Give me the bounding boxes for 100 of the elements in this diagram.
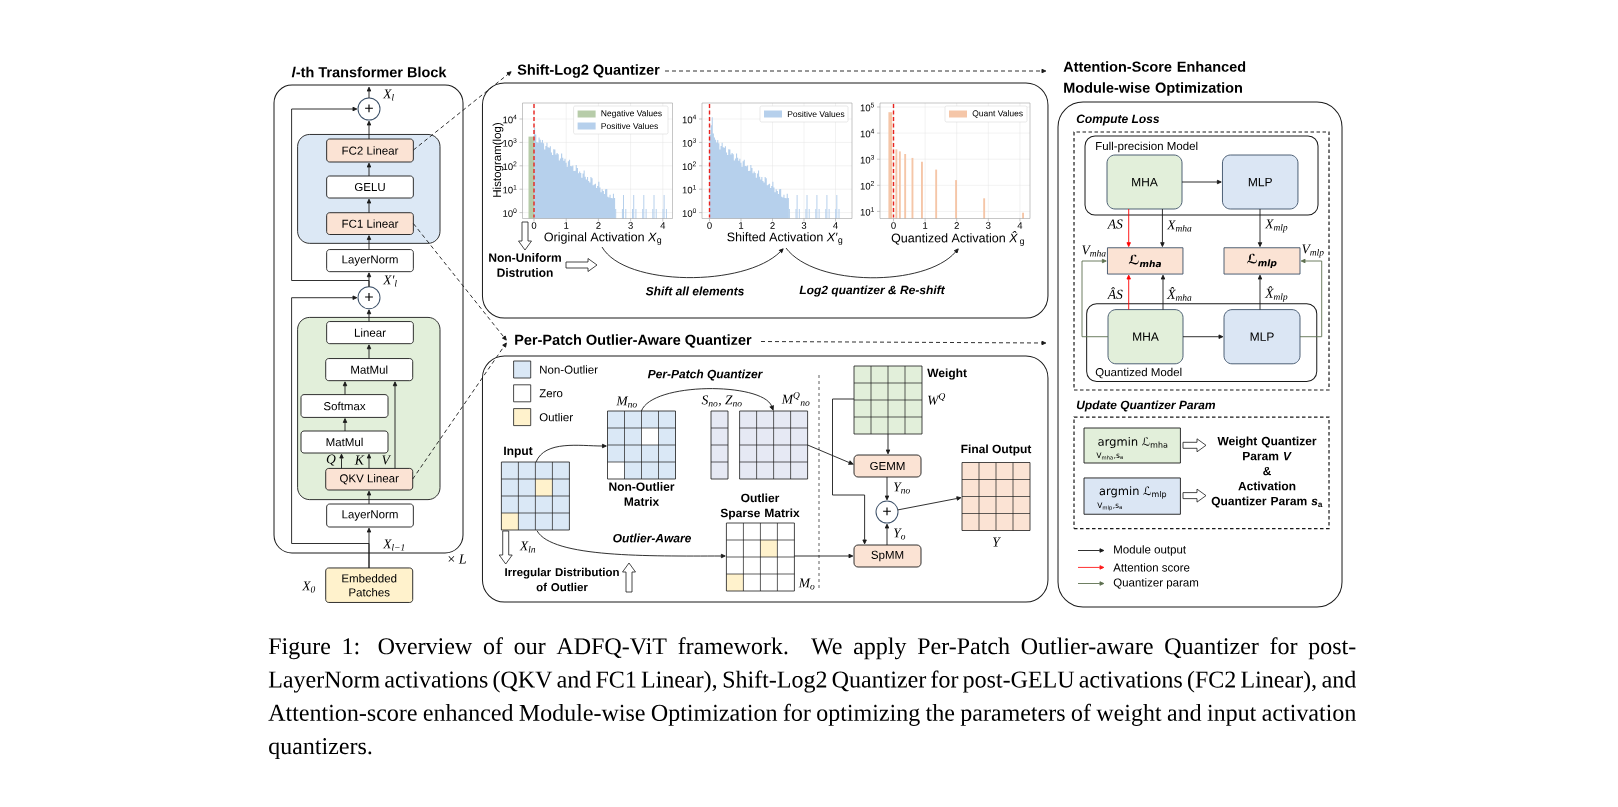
hollow-arrow: [565, 258, 598, 272]
tick-label: 3: [986, 222, 991, 229]
edge-label: V$_{mha}$: [1082, 245, 1106, 257]
tick-label: 4: [833, 222, 838, 229]
arrow: [884, 523, 890, 546]
tick-label: 2: [954, 222, 959, 229]
tick-label: 1: [923, 222, 928, 229]
matrix-title: Outlier Sparse Matrix: [720, 493, 800, 520]
matrix-title: Non-Outlier Matrix: [609, 482, 675, 506]
edge-label: Per-Patch Quantizer: [647, 369, 763, 381]
legend-text: Module output: [1114, 545, 1186, 556]
edge-label: X$_{l−1}$: [382, 539, 405, 551]
tick-label: 2: [770, 222, 775, 229]
frame-title: Compute Loss: [1076, 114, 1160, 126]
arrow: [536, 530, 726, 559]
arrow: [1299, 258, 1323, 338]
math-label: M$^{Q}$no: [781, 392, 810, 406]
legend-text: Attention score: [1113, 563, 1190, 572]
edge-label: X$_{l}$: [382, 89, 394, 101]
edge-label: Y$_{o}$: [894, 528, 906, 540]
layer-box: LayerNorm: [326, 249, 414, 273]
arrow: [366, 490, 372, 505]
layer-box: GELU: [326, 175, 414, 199]
tick-label: 0: [707, 222, 712, 229]
legend-text: Zero: [539, 389, 563, 398]
legend-text: Negative Values: [601, 110, 662, 118]
edge-label: Shift all elements: [645, 286, 744, 296]
tick-label: 10$^{5}$: [860, 102, 875, 112]
tick-label: 0: [891, 222, 896, 229]
tick-label: 4: [1017, 222, 1023, 229]
arrow: [366, 198, 372, 214]
legend-text: Non-Outlier: [540, 365, 598, 374]
frame-title: Full-precision Model: [1096, 141, 1198, 153]
matrix-title: Weight: [927, 368, 967, 380]
layer-box: MatMul: [300, 430, 389, 454]
hollow-arrow: [622, 562, 636, 593]
edge-label: V: [382, 455, 392, 465]
arrow: [366, 86, 372, 99]
tick-label: 2: [596, 222, 601, 229]
arrow: [884, 476, 890, 501]
arrow: [291, 295, 370, 569]
hollow-arrow: [498, 530, 513, 565]
tick-label: 10$^{1}$: [503, 184, 517, 194]
arrow: [885, 433, 891, 455]
axis-title: Original Activation X$_{g}$: [544, 232, 662, 245]
arrow: [366, 309, 372, 323]
tick-label: 0: [531, 222, 537, 229]
arrow: [1160, 208, 1165, 247]
math-label: M$_{o}$: [798, 578, 815, 590]
axis-title: Shifted Activation X′$_{g}$: [727, 232, 843, 245]
axis-title: Histogram(log): [492, 123, 504, 197]
tick-label: 10$^{1}$: [860, 207, 874, 216]
edge-label: X$_{mha}$: [1166, 220, 1192, 232]
arrow: [601, 246, 784, 279]
edge-label: Log2 quantizer & Re-shift: [799, 285, 946, 297]
edge-label: X′$_{l}$: [382, 275, 397, 287]
legend-text: Positive Values: [601, 122, 658, 130]
module-box: MHA: [1107, 309, 1184, 365]
arrow: [897, 496, 962, 511]
annotation-text: Non-Uniform Distrution: [489, 253, 561, 277]
edge-label: X̂$_{mha}$: [1166, 287, 1192, 301]
tick-label: 3: [628, 222, 633, 229]
tick-label: 10$^{3}$: [860, 154, 874, 164]
operation-box: GEMM: [853, 454, 922, 478]
tick-label: 10$^{0}$: [503, 208, 517, 217]
panel-title: Attention-Score Enhanced Module-wise Optimization: [1063, 61, 1246, 96]
dashed-arrow: [412, 223, 507, 341]
dashed-arrow: [664, 68, 1047, 74]
panel-title: l-th Transformer Block: [291, 66, 447, 78]
edge-label: Outlier-Aware: [613, 533, 691, 543]
arrow: [1126, 274, 1131, 311]
tick-label: 10$^{4}$: [860, 128, 875, 138]
repeat-label: × L: [448, 554, 466, 564]
tick-label: 10$^{4}$: [682, 114, 697, 124]
arrow: [535, 443, 607, 463]
math-label: S$_{no}$, Z$_{no}$: [701, 395, 742, 407]
layer-box: Linear: [326, 321, 414, 345]
arrow: [807, 444, 854, 465]
legend-text: Quantizer param: [1113, 578, 1199, 589]
hollow-arrow: [518, 221, 532, 251]
frame-title: Quantized Model: [1095, 367, 1182, 379]
caption: Figure 1: Overview of our ADFQ-ViT framework. We apply Per-Patch Outlier-aware Quantizer for post-LayerNorm activations (QKV and FC1 Linear), Shift-Log2 Quantizer for post-GELU activations (FC2 Linear), and Attention-score enhanced Module-wise Optimization for optimizing the parameters of weight and input activation quantizers.: [268, 637, 1356, 760]
legend-text: Outlier: [539, 412, 573, 422]
edge-label: Y$_{no}$: [894, 482, 910, 494]
input-box: Embedded Patches: [325, 567, 414, 603]
arrow: [1257, 274, 1263, 311]
arrow: [1182, 334, 1224, 339]
edge-label: ÂS: [1107, 287, 1123, 299]
arrow: [342, 418, 348, 432]
arrow: [366, 120, 372, 140]
layer-box: QKV Linear: [325, 467, 414, 491]
tick-label: 10$^{3}$: [682, 138, 696, 147]
edge-label: V$_{mlp}$: [1302, 244, 1324, 258]
edge-label: AS: [1107, 219, 1123, 229]
layer-box: MatMul: [325, 358, 414, 382]
arrow: [366, 453, 372, 469]
tick-label: 1: [564, 222, 569, 229]
tick-label: 3: [801, 222, 807, 229]
tick-label: 10$^{1}$: [682, 184, 696, 194]
tick-label: 1: [739, 222, 744, 229]
